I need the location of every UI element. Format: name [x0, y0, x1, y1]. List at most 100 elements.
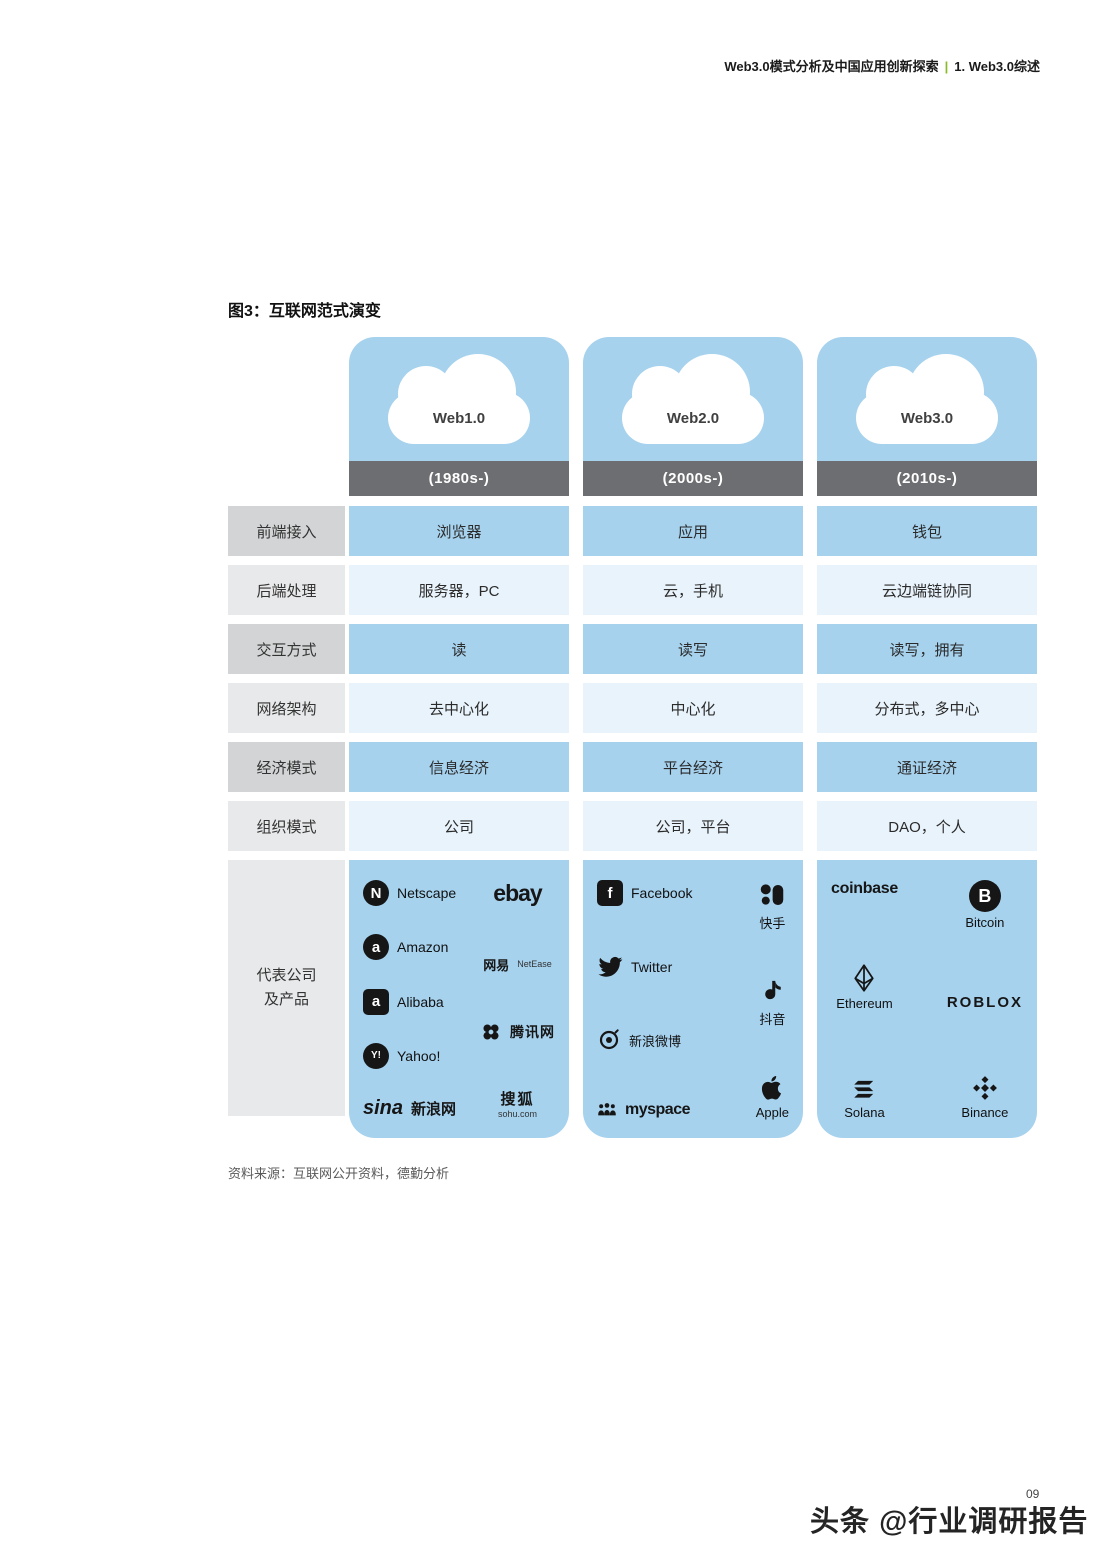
cell-value: 信息经济 [349, 742, 569, 792]
solana-icon [854, 1080, 874, 1098]
watermark-right: 行业调研报告 [908, 1506, 1089, 1538]
douyin-icon [765, 980, 782, 1000]
logo-facebook: f Facebook [597, 880, 692, 906]
cell-value: 服务器，PC [349, 565, 569, 615]
companies-cell-web3: coinbase Ethereum Solana B Bitcoin ROBLO… [817, 860, 1037, 1138]
amazon-icon: a [363, 934, 389, 961]
era-bar-web1: (1980s-) [349, 461, 569, 496]
cell-value: 云，手机 [583, 565, 803, 615]
logo-solana: Solana [844, 1076, 885, 1120]
logo-sina: sina 新浪网 [363, 1097, 457, 1119]
row-label: 网络架构 [228, 683, 345, 733]
era-bar-web3: (2010s-) [817, 461, 1037, 496]
era-bar-web2: (2000s-) [583, 461, 803, 496]
running-header: Web3.0模式分析及中国应用创新探索 | 1. Web3.0综述 [724, 56, 1040, 75]
cell-value: 读写，拥有 [817, 624, 1037, 674]
companies-web3-right: B Bitcoin ROBLOX Binance [947, 880, 1023, 1120]
column-header-web1: Web1.0 (1980s-) [349, 337, 569, 496]
logo-yahoo: Y! Yahoo! [363, 1042, 440, 1069]
cell-value: 通证经济 [817, 742, 1037, 792]
logo-twitter: Twitter [597, 954, 672, 980]
row-label: 经济模式 [228, 742, 345, 792]
at-icon: @ [879, 1506, 909, 1538]
logo-amazon: a Amazon [363, 934, 448, 961]
column-name-web1: Web1.0 [432, 409, 486, 427]
binance-icon [973, 1076, 997, 1100]
cell-value: 公司 [349, 801, 569, 851]
companies-cell-web1: N Netscape a Amazon a Alibaba Y! Yahoo! … [349, 860, 569, 1138]
section-label: 1. Web3.0综述 [954, 59, 1040, 74]
row-label: 交互方式 [228, 624, 345, 674]
column-name-web2: Web2.0 [666, 409, 720, 427]
table-row: 后端处理 服务器，PC 云，手机 云边端链协同 [228, 565, 1037, 615]
logo-netease: 网易 NetEase [483, 957, 552, 973]
companies-row: 代表公司 及产品 N Netscape a Amazon a Alibaba [228, 860, 1037, 1138]
table-row: 组织模式 公司 公司，平台 DAO，个人 [228, 801, 1037, 851]
companies-web2-right: 快手 抖音 Apple [756, 880, 789, 1120]
paradigm-table: Web1.0 (1980s-) Web2.0 (2000s-) Web3.0 (… [228, 337, 1037, 1138]
logo-apple: Apple [756, 1074, 789, 1120]
logo-ethereum: Ethereum [836, 963, 893, 1011]
cloud-header-web1: Web1.0 [349, 337, 569, 461]
apple-icon [762, 1075, 782, 1100]
companies-web2-left: f Facebook Twitter 新浪微博 myspace [597, 880, 692, 1120]
watermark-left: 头条 [810, 1506, 880, 1538]
page-number: 09 [1026, 1487, 1040, 1501]
row-label-companies: 代表公司 及产品 [228, 860, 345, 1116]
cell-value: 应用 [583, 506, 803, 556]
figure-source: 资料来源：互联网公开资料，德勤分析 [228, 1166, 450, 1181]
cell-value: 去中心化 [349, 683, 569, 733]
cloud-header-web2: Web2.0 [583, 337, 803, 461]
companies-web3-left: coinbase Ethereum Solana [831, 880, 898, 1120]
bitcoin-icon: B [968, 880, 1001, 912]
cloud-icon: Web2.0 [622, 354, 764, 444]
yahoo-icon: Y! [363, 1042, 389, 1069]
cell-value: 钱包 [817, 506, 1037, 556]
tencent-icon [483, 1024, 499, 1040]
logo-sohu: 搜狐 sohu.com [497, 1091, 538, 1120]
logo-coinbase: coinbase [831, 880, 898, 897]
table-row: 交互方式 读 读写 读写，拥有 [228, 624, 1037, 674]
companies-cell-web2: f Facebook Twitter 新浪微博 myspace [583, 860, 803, 1138]
logo-roblox: ROBLOX [946, 993, 1023, 1011]
companies-web1-left: N Netscape a Amazon a Alibaba Y! Yahoo! … [363, 880, 456, 1120]
logo-ebay: ebay [493, 880, 542, 906]
logo-bitcoin: B Bitcoin [965, 880, 1004, 930]
row-label: 组织模式 [228, 801, 345, 851]
row-label: 前端接入 [228, 506, 345, 556]
cell-value: 读 [349, 624, 569, 674]
logo-binance: Binance [961, 1074, 1008, 1120]
alibaba-icon: a [363, 988, 389, 1015]
cell-value: 公司，平台 [583, 801, 803, 851]
table-row: 网络架构 去中心化 中心化 分布式，多中心 [228, 683, 1037, 733]
logo-douyin: 抖音 [758, 978, 786, 1028]
table-row: 前端接入 浏览器 应用 钱包 [228, 506, 1037, 556]
weibo-icon [599, 1029, 619, 1050]
cell-value: DAO，个人 [817, 801, 1037, 851]
header-divider: | [944, 59, 949, 74]
twitter-icon [598, 956, 623, 977]
cell-value: 平台经济 [583, 742, 803, 792]
logo-weibo: 新浪微博 [597, 1028, 681, 1052]
cloud-icon: Web1.0 [388, 354, 530, 444]
logo-kuaishou: 快手 [757, 880, 787, 932]
ethereum-icon [854, 964, 875, 992]
logo-netscape: N Netscape [363, 880, 456, 906]
companies-label-line2: 及产品 [263, 991, 309, 1008]
watermark: 头条 @行业调研报告 [810, 1498, 1088, 1540]
table-row: 经济模式 信息经济 平台经济 通证经济 [228, 742, 1037, 792]
netscape-icon: N [363, 880, 389, 906]
report-title: Web3.0模式分析及中国应用创新探索 [724, 59, 939, 74]
column-header-row: Web1.0 (1980s-) Web2.0 (2000s-) Web3.0 (… [349, 337, 1037, 496]
logo-myspace: myspace [597, 1100, 691, 1120]
cell-value: 分布式，多中心 [817, 683, 1037, 733]
cell-value: 读写 [583, 624, 803, 674]
facebook-icon: f [597, 880, 623, 906]
row-label: 后端处理 [228, 565, 345, 615]
column-header-web3: Web3.0 (2010s-) [817, 337, 1037, 496]
column-name-web3: Web3.0 [900, 409, 954, 427]
kuaishou-icon [761, 884, 784, 905]
companies-label-line1: 代表公司 [256, 967, 317, 984]
column-header-web2: Web2.0 (2000s-) [583, 337, 803, 496]
